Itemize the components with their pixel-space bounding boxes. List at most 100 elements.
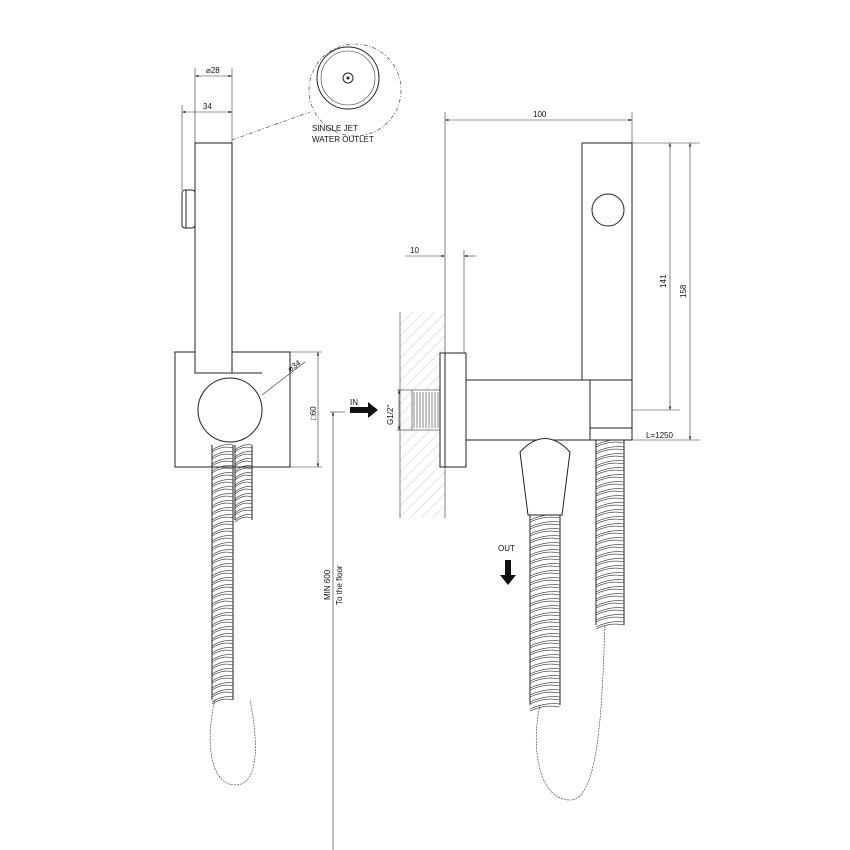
hose-coil [529,598,561,607]
hose-coil [211,654,234,663]
hose-coil [595,495,625,504]
hose-coil [211,493,234,502]
hose-coil [595,516,625,525]
hose-coil [211,549,234,558]
hose-coil [595,488,625,497]
hose-coil [211,584,234,593]
out-label: OUT [498,544,515,553]
arrow-down-icon [500,560,516,585]
hose-left-long [211,444,234,705]
hose-coil [595,614,625,623]
square-60-label: □60 [309,406,318,420]
hose-coil [211,500,234,509]
hose-coil [595,537,625,546]
hose-coil [595,544,625,553]
hose-coil [529,584,561,593]
hose-loop [209,699,256,786]
hose-coil [234,451,253,460]
hose-coil [595,453,625,462]
hose-coil [234,500,253,509]
hose-coil [211,451,234,460]
hose-coil [211,444,234,453]
hose-right-short [595,439,625,630]
min-600-label: MIN 600 [323,569,332,600]
outlet-label-line2: WATER OUTLET [312,135,374,144]
flange [439,352,467,468]
right-dimensions: 100 10 141 158 L=1250 [405,110,700,441]
hose-coil [529,591,561,600]
hose-coil [529,535,561,544]
hose-coil [211,675,234,684]
hose-coil [529,654,561,663]
hose-coil [595,439,625,448]
hose-coil [211,472,234,481]
hose-coil [529,528,561,537]
hose-coil [595,523,625,532]
outlet-arrow: OUT [498,544,516,585]
hose-coil [529,577,561,586]
hose-coil [595,474,625,483]
width-100-label: 100 [533,110,547,119]
hose-coil [529,647,561,656]
hose-coil [211,647,234,656]
hose-coil [595,446,625,455]
hose-coil [529,612,561,621]
hose-coil [529,640,561,649]
hose-coil [595,586,625,595]
hose-coil [211,577,234,586]
hose-coil [211,445,234,700]
hose-coil [595,600,625,609]
hose-coil [234,465,253,474]
hose-coil [211,661,234,670]
hose-coil [595,551,625,560]
hose-coil [595,467,625,476]
hose-coil [211,458,234,467]
hose-coil [211,465,234,474]
hose-coil [529,521,561,530]
hose-coil [595,460,625,469]
hose-coil [529,661,561,670]
width-34-label: 34 [203,102,212,111]
hose-coil [529,570,561,579]
hose-coil [211,556,234,565]
hose-coil [234,479,253,488]
diameter-28-label: ⌀28 [206,66,220,75]
hose-coil [211,521,234,530]
hose-coil [595,509,625,518]
hose-coil [211,612,234,621]
hose-coil [595,593,625,602]
to-floor-label: To the floor [335,565,344,605]
hose-coil [529,556,561,565]
hose-coil [234,493,253,502]
hose-coil [595,572,625,581]
hose-coil [234,445,253,520]
hose-coil [529,703,561,712]
hose-coil [234,444,253,453]
hose-coil [234,514,253,523]
hose-coil [529,633,561,642]
hose-coil [211,619,234,628]
hose-coil [211,696,234,705]
hose-loop [535,624,606,801]
hose-coil [595,481,625,490]
hose-coil [529,514,561,523]
hose-coil [529,668,561,677]
hose-coil [234,507,253,516]
hose-coil [211,542,234,551]
hose-coil [529,682,561,691]
holder-knob [197,377,263,443]
hose-coil [529,542,561,551]
in-label: IN [350,398,358,407]
hose-coil [211,570,234,579]
hose-coil [211,563,234,572]
hand-shower-handle [194,142,233,374]
hose-coil [211,689,234,698]
front-view [174,142,291,786]
hose-length-label: L=1250 [646,431,673,440]
hose-coil [595,502,625,511]
hose-coil [529,626,561,635]
outlet-detail: SINGLE JET WATER OUTLET [231,43,402,144]
hose-coil [211,528,234,537]
hose-coil [595,579,625,588]
hose-coil [595,558,625,567]
